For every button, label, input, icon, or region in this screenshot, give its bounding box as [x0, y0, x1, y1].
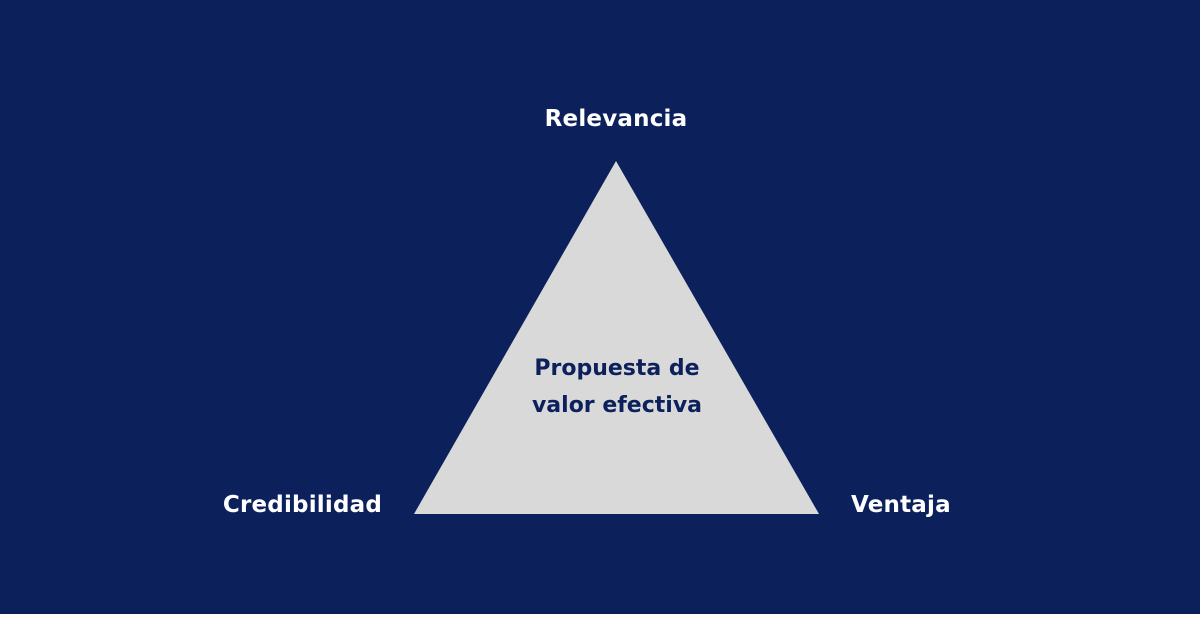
value-triangle — [414, 161, 819, 514]
diagram-canvas: Relevancia Credibilidad Ventaja Propuest… — [0, 0, 1200, 614]
vertex-label-bottom-left: Credibilidad — [222, 492, 382, 518]
center-label-line-1: Propuesta de — [534, 356, 700, 381]
bottom-strip — [0, 614, 1200, 631]
center-label-line-2: valor efectiva — [531, 393, 703, 418]
center-label: Propuesta de valor efectiva — [507, 350, 727, 424]
value-triangle-svg — [414, 161, 819, 514]
vertex-label-bottom-right: Ventaja — [851, 492, 951, 518]
vertex-label-top: Relevancia — [544, 106, 688, 132]
